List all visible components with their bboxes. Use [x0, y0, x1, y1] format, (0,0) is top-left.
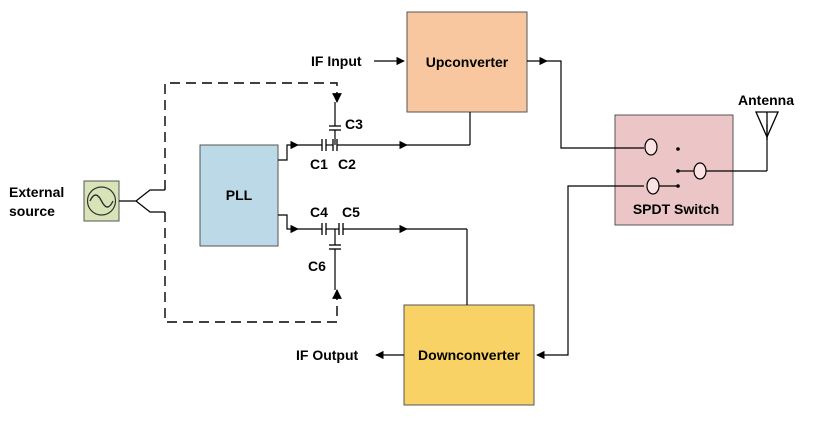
spdt-switch-block: SPDT Switch: [614, 114, 734, 226]
if-output-label: IF Output: [296, 347, 359, 363]
antenna-icon: [755, 111, 779, 140]
switch-to-downconverter: [536, 185, 644, 360]
source-split-lower: [135, 200, 165, 213]
spdt-switch-label: SPDT Switch: [633, 201, 719, 217]
c2-label: C2: [338, 156, 356, 172]
switch-port-1: [644, 138, 658, 156]
capacitor-c1: [321, 139, 327, 151]
capacitor-c5: [338, 223, 344, 235]
antenna-label: Antenna: [738, 92, 794, 108]
external-source-label-line1: External: [9, 184, 64, 200]
switch-common-port: [693, 162, 707, 180]
upconverter-label: Upconverter: [426, 54, 509, 70]
switch-port-2: [646, 177, 660, 195]
dashed-path-upper: [164, 82, 342, 190]
c5-label: C5: [342, 204, 360, 220]
external-source-icon: [83, 180, 120, 222]
c1-label: C1: [310, 156, 328, 172]
if-input-label: IF Input: [311, 53, 362, 69]
capacitor-c3: [329, 125, 341, 131]
upconverter-to-switch: [547, 60, 644, 149]
pll-lower-output: [278, 214, 299, 234]
upconverter-block: Upconverter: [406, 11, 528, 113]
c4-label: C4: [310, 204, 328, 220]
pll-label: PLL: [226, 187, 253, 203]
capacitor-c4: [321, 223, 327, 235]
pll-upper-output: [278, 140, 299, 161]
pll-block: PLL: [199, 144, 279, 247]
c3-label: C3: [345, 116, 363, 132]
external-source-label-line2: source: [9, 203, 55, 219]
source-split-upper: [119, 189, 165, 202]
downconverter-block: Downconverter: [403, 304, 535, 406]
c6-label: C6: [308, 258, 326, 274]
capacitor-c6: [329, 244, 341, 250]
dashed-path-lower: [164, 212, 342, 323]
downconverter-label: Downconverter: [418, 347, 520, 363]
